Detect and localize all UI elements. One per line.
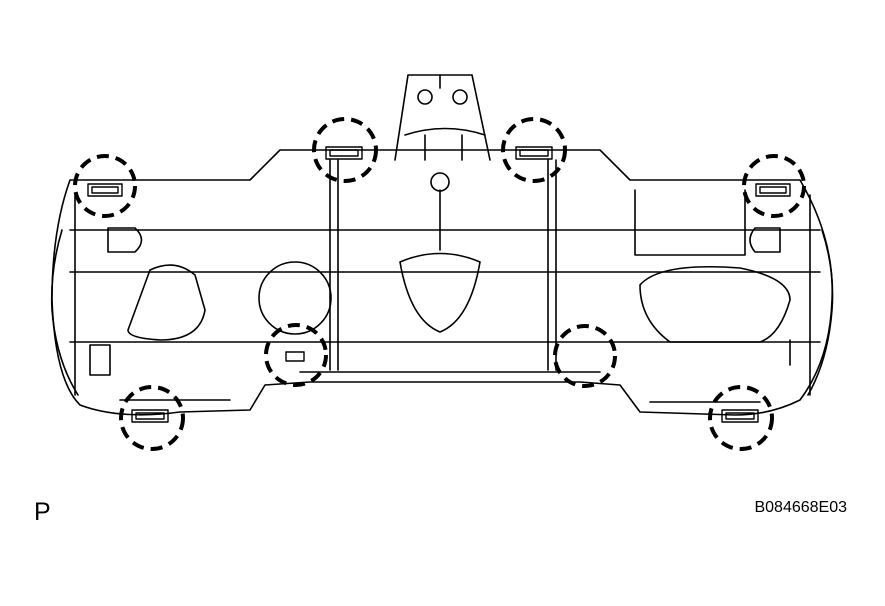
left-round-cutout bbox=[258, 261, 332, 335]
highlight-circle-top-left-outer bbox=[73, 154, 137, 218]
highlight-circle-top-right-inner bbox=[501, 117, 567, 183]
left-small-tab bbox=[107, 227, 143, 253]
pivot-circle bbox=[430, 172, 450, 192]
right-rect-panel bbox=[634, 189, 746, 256]
clip-tab-bottom-left-outer bbox=[131, 409, 169, 423]
right-small-tab bbox=[749, 227, 781, 253]
left-cutout bbox=[127, 264, 206, 341]
right-cutout bbox=[639, 265, 791, 343]
highlight-circle-top-right-outer bbox=[742, 154, 806, 218]
clip-tabs bbox=[87, 146, 791, 423]
view-label: P bbox=[34, 498, 51, 526]
clip-highlights bbox=[73, 117, 806, 451]
figure-code: B084668E03 bbox=[754, 499, 847, 516]
highlight-circle-bottom-left-inner bbox=[264, 323, 328, 387]
interior-features bbox=[107, 172, 791, 366]
clip-tab-top-right-outer bbox=[755, 183, 791, 197]
clip-tab-top-right-inner bbox=[515, 146, 553, 160]
clip-tab-top-left-outer bbox=[87, 183, 123, 197]
clip-tab-bottom-left-inner bbox=[285, 351, 305, 362]
highlight-circle-bottom-right-outer bbox=[708, 385, 774, 451]
clip-tab-bottom-right-outer bbox=[721, 409, 759, 423]
center-triangle-cutout bbox=[399, 252, 481, 333]
clip-tab-top-left-inner bbox=[325, 146, 363, 160]
center-bracket bbox=[394, 74, 491, 161]
highlight-circle-bottom-right-inner bbox=[553, 324, 617, 388]
highlight-circle-top-left-inner bbox=[312, 117, 378, 183]
vertical-members bbox=[329, 159, 557, 371]
highlight-circle-bottom-left-outer bbox=[119, 385, 185, 451]
component-body-outline bbox=[50, 149, 834, 416]
